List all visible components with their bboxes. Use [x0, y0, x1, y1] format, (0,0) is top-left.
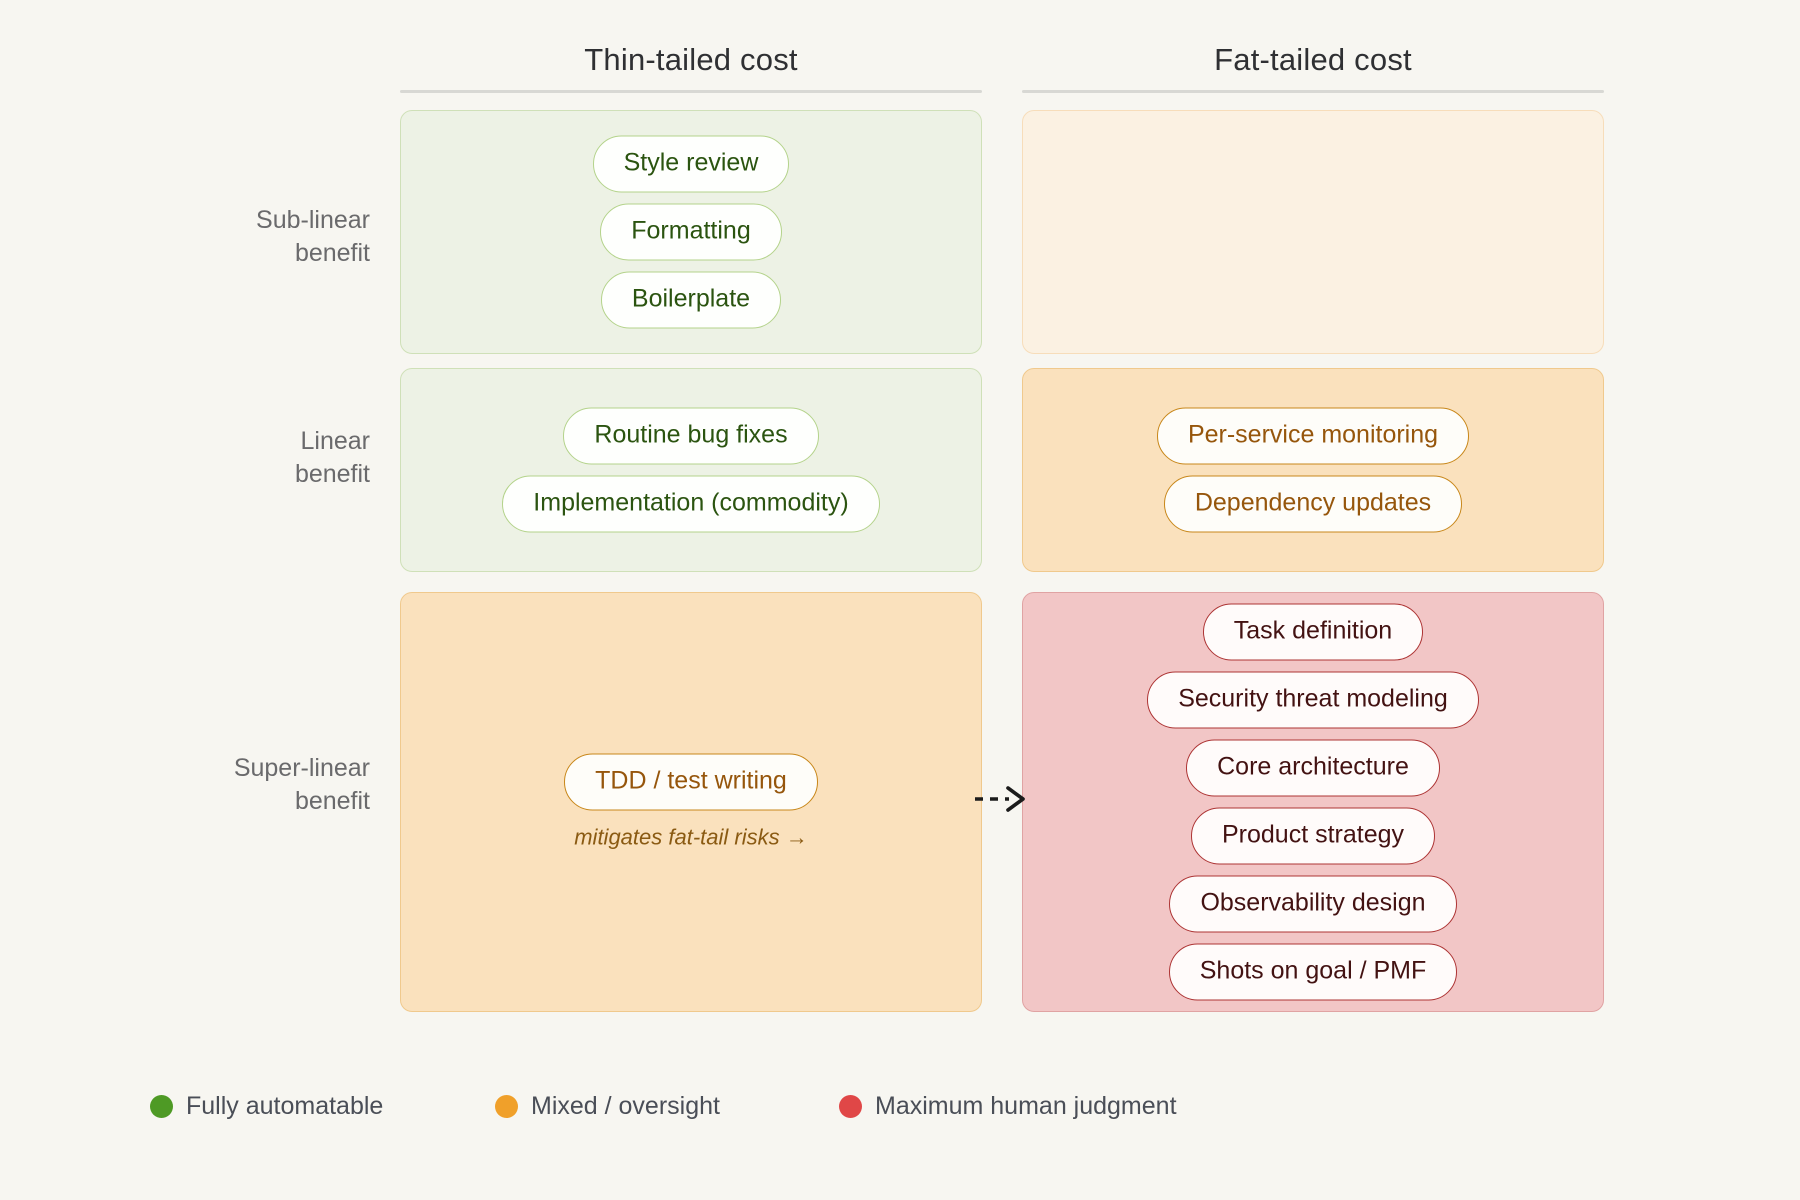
cell-linear-fat-tailed: Per-service monitoring Dependency update… — [1022, 368, 1604, 572]
tdd-group: TDD / test writing mitigates fat-tail ri… — [564, 753, 818, 851]
legend: Fully automatable Mixed / oversight Maxi… — [150, 1092, 1177, 1121]
task-pill[interactable]: Dependency updates — [1163, 475, 1463, 533]
legend-label: Fully automatable — [186, 1092, 384, 1120]
task-pill[interactable]: Formatting — [600, 203, 782, 261]
dot-icon — [839, 1095, 862, 1118]
legend-item-maximum-human-judgment: Maximum human judgment — [839, 1092, 1177, 1121]
legend-item-mixed-oversight: Mixed / oversight — [495, 1092, 839, 1121]
cell-super-linear-thin-tailed: TDD / test writing mitigates fat-tail ri… — [400, 592, 982, 1012]
mitigation-arrow-icon — [975, 786, 1025, 812]
dot-icon — [495, 1095, 518, 1118]
row-label-super-linear-benefit: Super-linear benefit — [170, 752, 370, 818]
column-header-fat-tailed-cost: Fat-tailed cost — [1022, 38, 1604, 93]
task-pill[interactable]: TDD / test writing — [564, 753, 818, 811]
task-pill[interactable]: Task definition — [1202, 603, 1424, 661]
column-header-label: Fat-tailed cost — [1214, 42, 1412, 77]
legend-item-fully-automatable: Fully automatable — [150, 1092, 495, 1121]
mitigation-annotation: mitigates fat-tail risks → — [574, 824, 808, 850]
task-pill[interactable]: Observability design — [1169, 875, 1457, 933]
task-pill[interactable]: Implementation (commodity) — [502, 475, 880, 533]
legend-label: Maximum human judgment — [875, 1092, 1177, 1120]
cell-super-linear-fat-tailed: Task definition Security threat modeling… — [1022, 592, 1604, 1012]
column-header-thin-tailed-cost: Thin-tailed cost — [400, 38, 982, 93]
row-label-line-2: benefit — [294, 460, 370, 488]
legend-label: Mixed / oversight — [531, 1092, 720, 1120]
row-label-line-1: Linear — [300, 427, 371, 455]
dot-icon — [150, 1095, 173, 1118]
column-header-rule — [400, 90, 982, 93]
task-pill[interactable]: Product strategy — [1190, 807, 1436, 865]
task-pill[interactable]: Style review — [592, 135, 790, 193]
task-pill[interactable]: Routine bug fixes — [563, 407, 819, 465]
cell-sub-linear-thin-tailed: Style review Formatting Boilerplate — [400, 110, 982, 354]
task-pill[interactable]: Shots on goal / PMF — [1168, 943, 1458, 1001]
task-pill[interactable]: Per-service monitoring — [1156, 407, 1470, 465]
column-header-rule — [1022, 90, 1604, 93]
task-pill[interactable]: Core architecture — [1186, 739, 1440, 797]
row-label-linear-benefit: Linear benefit — [170, 425, 370, 491]
task-pill[interactable]: Security threat modeling — [1147, 671, 1479, 729]
row-label-line-1: Super-linear — [233, 754, 370, 782]
task-pill[interactable]: Boilerplate — [600, 271, 782, 329]
row-label-line-1: Sub-linear — [256, 206, 370, 234]
row-label-sub-linear-benefit: Sub-linear benefit — [170, 204, 370, 270]
cell-linear-thin-tailed: Routine bug fixes Implementation (commod… — [400, 368, 982, 572]
cell-sub-linear-fat-tailed-empty — [1022, 110, 1604, 354]
row-label-line-2: benefit — [294, 787, 370, 815]
row-label-line-2: benefit — [294, 239, 370, 267]
column-header-label: Thin-tailed cost — [584, 42, 798, 77]
